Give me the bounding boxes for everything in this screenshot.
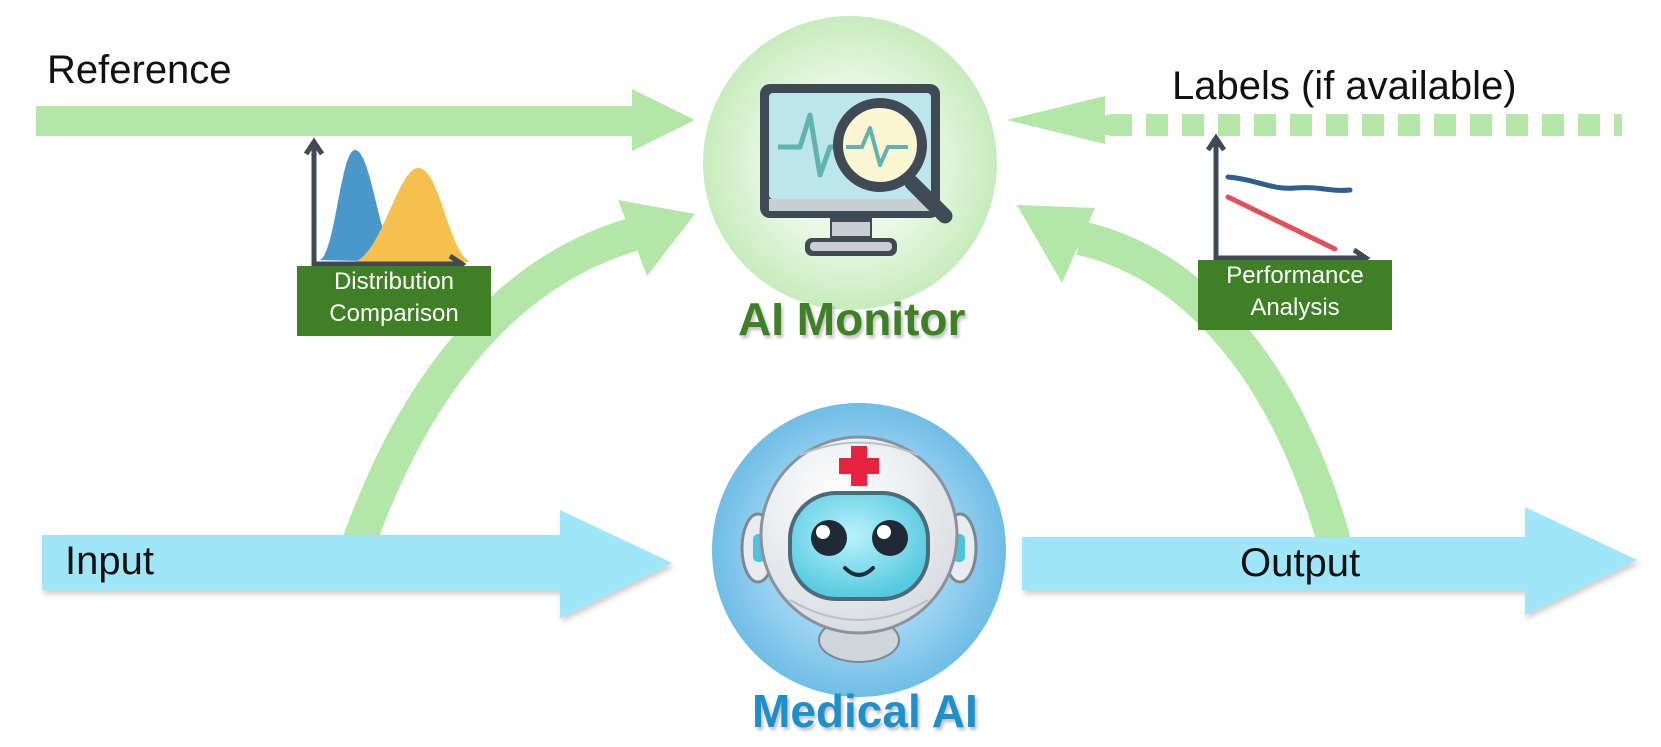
monitor-magnifier-icon	[760, 84, 953, 256]
badge-line: Performance	[1226, 262, 1364, 289]
labels-arrow-dashed	[1007, 96, 1622, 144]
badge-line: Distribution	[333, 268, 455, 295]
reference-label: Reference	[47, 48, 232, 92]
distribution-comparison-badge: Distribution Comparison	[297, 266, 491, 336]
robot-nurse-icon	[740, 435, 978, 663]
output-arrow	[1022, 507, 1637, 615]
performance-lines-icon	[1205, 133, 1371, 269]
performance-analysis-badge: Performance Analysis	[1198, 260, 1392, 330]
ai-monitor-node	[703, 16, 997, 310]
distribution-curves-icon	[303, 137, 470, 275]
output-to-monitor-arrow	[1017, 205, 1352, 550]
badge-line: Comparison	[329, 300, 459, 327]
input-label: Input	[65, 539, 154, 583]
medical-ai-node	[712, 403, 1006, 697]
ai-monitor-title: AI Monitor	[738, 293, 966, 345]
input-arrow	[42, 510, 672, 618]
badge-line: Analysis	[1250, 294, 1340, 321]
medical-ai-title: Medical AI	[752, 685, 978, 737]
reference-arrow	[36, 89, 695, 151]
output-label: Output	[1240, 541, 1361, 585]
labels-if-available-label: Labels (if available)	[1172, 64, 1517, 108]
